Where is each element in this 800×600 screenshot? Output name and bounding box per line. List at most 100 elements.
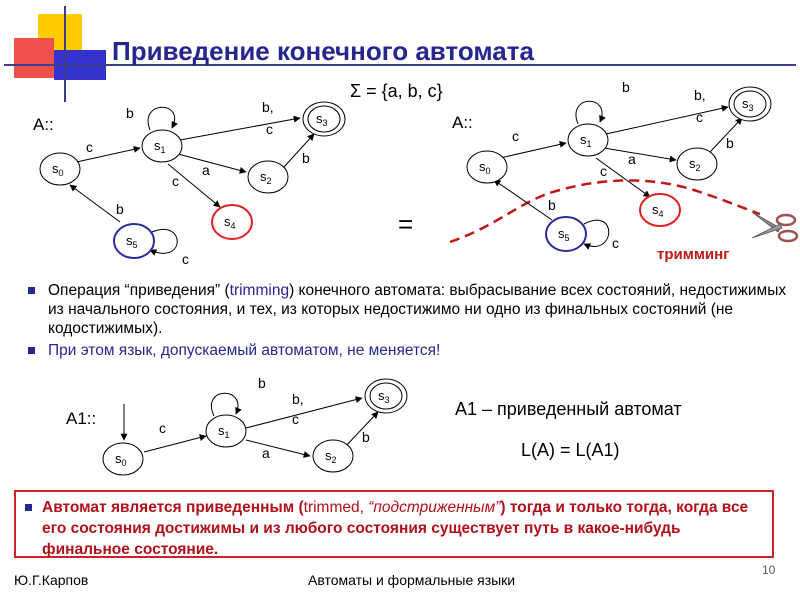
edge-label-b-loop: b xyxy=(126,105,134,121)
a1-state-s0-label: s0 xyxy=(115,451,127,468)
trimming-label: тримминг xyxy=(657,246,729,263)
language-equality: L(A) = L(A1) xyxy=(521,440,620,460)
a1-edge-label-bc-b: b, xyxy=(292,391,304,407)
definition-term: trimmed, xyxy=(303,499,369,516)
bullet-1-text-start: Операция “приведения” ( xyxy=(48,282,230,299)
edge-s2-s3 xyxy=(283,133,315,168)
state-r-s4-label: s4 xyxy=(652,202,664,219)
a1-edge-label-c: c xyxy=(159,420,166,436)
state-s1-label: s1 xyxy=(154,138,166,155)
edge-s1-s3 xyxy=(179,115,301,141)
edge-s0-s1 xyxy=(71,145,141,164)
edge-r-s1-s2 xyxy=(603,147,677,163)
automaton-a-right: A:: c b b, c a b c b c s0 s1 s2 s3 s4 s5 xyxy=(449,79,799,263)
scissors-icon xyxy=(751,211,799,243)
a1-edge-s1-s2 xyxy=(245,439,311,458)
a1-state-s3-label: s3 xyxy=(378,388,390,405)
state-r-s4-removed xyxy=(639,193,681,227)
state-s3-label: s3 xyxy=(316,111,328,128)
a1-definition: A1 – приведенный автомат xyxy=(455,399,682,419)
edge-r-s1-s3 xyxy=(605,104,729,135)
state-s5-label: s5 xyxy=(126,233,138,250)
edge-loop-s5 xyxy=(149,229,178,256)
state-s2-label: s2 xyxy=(260,169,272,186)
state-r-s5-label: s5 xyxy=(558,226,570,243)
title-underline xyxy=(4,64,796,66)
edge-s1-s4 xyxy=(167,163,221,208)
a1-state-s1-label: s1 xyxy=(218,423,230,440)
a1-edge-label-b-s2s3: b xyxy=(362,429,370,445)
a1-state-s2 xyxy=(312,439,354,473)
a1-state-s3 xyxy=(369,382,403,410)
a1-state-s1 xyxy=(205,414,247,448)
edge-r-label-a: a xyxy=(628,151,636,167)
a1-edge-s0-s1 xyxy=(143,434,207,453)
edge-label-c-s0s1: c xyxy=(86,139,93,155)
state-r-s1-label: s1 xyxy=(580,132,592,149)
edge-r-label-b-s2s3: b xyxy=(726,135,734,151)
bullet-1-keyword: trimming xyxy=(229,282,290,299)
automaton-a1-label: A1:: xyxy=(66,409,96,428)
slide-title: Приведение конечного автомата xyxy=(112,36,534,66)
edge-r-label-bc-b: b, xyxy=(694,87,706,103)
edge-r-loop-s5 xyxy=(583,219,610,250)
bullet-language-unchanged: При этом язык, допускаемый автоматом, не… xyxy=(28,341,788,360)
edge-label-bc-s1s3-b: b, xyxy=(262,99,274,115)
state-r-s2 xyxy=(676,147,718,181)
state-r-s3 xyxy=(733,90,767,118)
a1-edge-label-a: a xyxy=(262,445,270,461)
edge-r-s0-s1 xyxy=(499,140,567,159)
definition-text: Автомат является приведенным (trimmed, “… xyxy=(42,497,768,560)
edge-r-label-c: c xyxy=(512,128,519,144)
edge-r-s5-s0 xyxy=(493,179,553,221)
edge-r-label-c-s1s4: c xyxy=(600,163,607,179)
edge-r-label-bc-c: c xyxy=(696,109,703,125)
definition-box: Автомат является приведенным (trimmed, “… xyxy=(14,490,774,558)
state-s5-removed xyxy=(113,223,155,259)
edge-r-label-b-loop: b xyxy=(622,79,630,95)
a1-state-s0 xyxy=(102,442,144,476)
a1-edge-loop-s1 xyxy=(211,392,242,417)
definition-part1: Автомат является приведенным ( xyxy=(42,499,304,516)
state-r-s5-removed xyxy=(545,216,587,252)
edge-label-c-s1s4: c xyxy=(172,173,179,189)
edge-label-b-s5s0: b xyxy=(116,201,124,217)
bullet-trimming-definition: Операция “приведения” (trimming) конечно… xyxy=(28,281,788,338)
bullet-1-text-end: ) конечного автомата: выбрасывание всех … xyxy=(48,282,787,337)
state-s4-removed xyxy=(211,204,253,240)
state-s3 xyxy=(307,105,341,133)
state-r-s0 xyxy=(466,150,508,184)
decor-vertical-line xyxy=(64,6,66,102)
edge-r-s1-s4 xyxy=(595,157,651,198)
a1-state-s2-label: s2 xyxy=(325,448,337,465)
trimming-cut-line xyxy=(449,179,761,244)
edge-s1-s2 xyxy=(177,153,247,174)
edge-r-s2-s3 xyxy=(709,117,743,153)
decor-red-square xyxy=(14,38,54,78)
bullet-marker xyxy=(28,287,35,294)
definition-term-ru: “подстриженным” xyxy=(368,499,501,516)
state-s0-label: s0 xyxy=(52,161,64,178)
a1-edge-label-b-loop: b xyxy=(258,375,266,391)
definition-part2: ) тогда и только тогда, когда все его со… xyxy=(42,499,749,558)
edge-s5-s0 xyxy=(69,184,121,223)
edge-label-a-s1s2: a xyxy=(202,162,210,178)
page-number: 10 xyxy=(762,563,776,577)
state-r-s0-label: s0 xyxy=(479,159,491,176)
edge-r-label-b-s5s0: b xyxy=(548,197,556,213)
edge-label-b-s2s3: b xyxy=(302,150,310,166)
state-s0 xyxy=(39,152,81,186)
automaton-a-right-label: A:: xyxy=(452,113,473,132)
a1-edge-s2-s3 xyxy=(343,411,379,449)
bullet-list: Операция “приведения” (trimming) конечно… xyxy=(28,281,788,363)
footer-author: Ю.Г.Карпов xyxy=(14,572,89,588)
state-r-s3-label: s3 xyxy=(742,96,754,113)
equals-sign: = xyxy=(398,209,413,239)
automaton-a1: A1:: c b b, c a b s0 s1 s2 s3 xyxy=(66,375,408,476)
footer-course: Автоматы и формальные языки xyxy=(308,572,516,588)
automaton-a-left: A:: c b b, c a b c b c s0 s1 s2 s3 s4 s5 xyxy=(33,99,346,267)
state-s2 xyxy=(247,160,289,194)
state-s4-label: s4 xyxy=(224,214,236,231)
edge-r-loop-s1 xyxy=(575,100,606,125)
